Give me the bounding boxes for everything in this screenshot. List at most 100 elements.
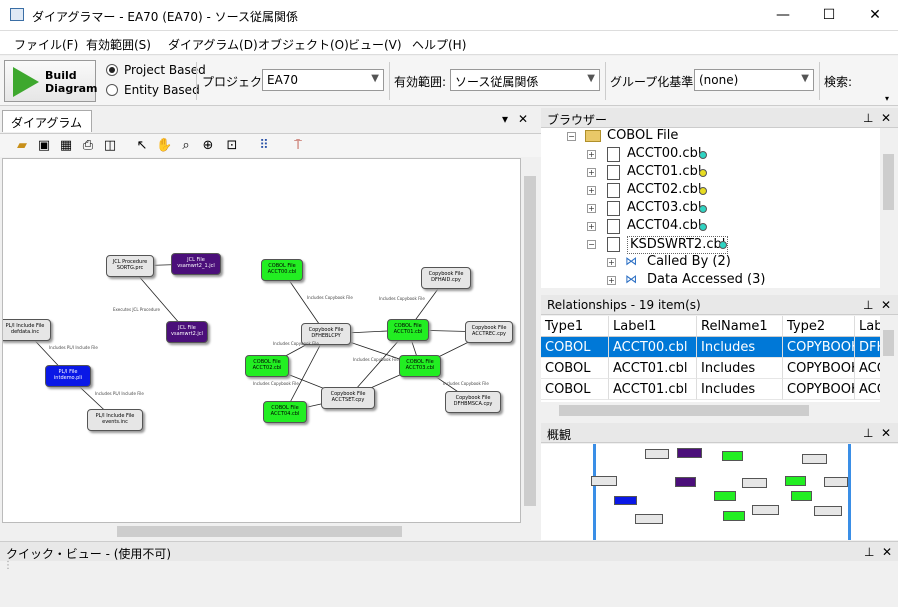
expand-icon[interactable]: +: [607, 258, 616, 267]
tree-item-label[interactable]: ACCT01.cbl: [627, 164, 702, 179]
open-folder-icon[interactable]: ▰: [17, 138, 27, 153]
scrollbar-thumb[interactable]: [883, 154, 894, 210]
column-header[interactable]: RelName1: [697, 316, 783, 337]
tree-item-label[interactable]: ACCT00.cbl: [627, 146, 702, 161]
expand-icon[interactable]: +: [587, 222, 596, 231]
scrollbar-thumb[interactable]: [117, 526, 402, 537]
save-icon[interactable]: ▣: [37, 138, 51, 153]
tree-item-label[interactable]: ACCT03.cbl: [627, 200, 702, 215]
pin-icon[interactable]: ⊥: [863, 298, 874, 312]
tree-item-label[interactable]: ACCT02.cbl: [627, 182, 702, 197]
project-select[interactable]: EA70▼: [262, 69, 384, 91]
menu-scope[interactable]: 有効範囲(S): [86, 38, 151, 52]
grid-cell[interactable]: Includes: [697, 337, 783, 358]
tree-item-label[interactable]: KSDSWRT2.cbl: [627, 236, 729, 254]
grid-cell[interactable]: Includes: [697, 379, 783, 400]
grid-horizontal-scrollbar[interactable]: [541, 402, 880, 418]
grid-cell[interactable]: ACC: [855, 379, 880, 400]
pointer-icon[interactable]: ↖: [136, 138, 148, 153]
diagram-vertical-scrollbar[interactable]: [521, 158, 539, 523]
hierarchy-icon[interactable]: ⍑: [294, 138, 302, 153]
close-icon[interactable]: ✕: [881, 298, 892, 312]
overview-viewport[interactable]: [593, 444, 851, 540]
close-icon[interactable]: ✕: [518, 112, 529, 126]
menu-file[interactable]: ファイル(F): [14, 38, 79, 52]
column-header[interactable]: Type2: [783, 316, 855, 337]
tab-diagram[interactable]: ダイアグラム: [2, 110, 92, 132]
expand-icon[interactable]: +: [587, 204, 596, 213]
grid-cell[interactable]: DFH: [855, 337, 880, 358]
collapse-icon[interactable]: −: [567, 132, 576, 141]
expand-icon[interactable]: +: [587, 186, 596, 195]
tree-child-called-by[interactable]: Called By (2): [647, 254, 731, 269]
maximize-button[interactable]: ☐: [822, 7, 836, 23]
grid-cell[interactable]: Includes: [697, 358, 783, 379]
grid-cell[interactable]: ACCT01.cbl: [609, 358, 697, 379]
entity-based-radio[interactable]: [106, 84, 118, 96]
menu-object[interactable]: オブジェクト(O): [258, 38, 349, 52]
pan-hand-icon[interactable]: ✋: [156, 138, 173, 153]
tree-child-data-accessed[interactable]: Data Accessed (3): [647, 272, 766, 287]
zoom-fit-icon[interactable]: ⊡: [226, 138, 238, 153]
pin-icon[interactable]: ⊥: [863, 111, 874, 125]
grid-cell[interactable]: COBOL: [541, 358, 609, 379]
close-icon[interactable]: ✕: [881, 111, 892, 125]
pin-icon[interactable]: ⊥: [863, 426, 874, 440]
minimize-button[interactable]: —: [776, 7, 790, 23]
pane-menu-icon[interactable]: ▾: [502, 112, 509, 126]
close-icon[interactable]: ✕: [881, 426, 892, 440]
menu-view[interactable]: ビュー(V): [348, 38, 402, 52]
expand-icon[interactable]: +: [607, 276, 616, 285]
grid-cell[interactable]: COBOL: [541, 337, 609, 358]
scrollbar-thumb[interactable]: [524, 176, 536, 506]
project-based-radio[interactable]: [106, 64, 118, 76]
scrollbar-thumb[interactable]: [883, 330, 894, 356]
collapse-icon[interactable]: −: [587, 240, 596, 249]
toolbar-overflow-icon[interactable]: ▾: [885, 94, 890, 103]
grid-cell[interactable]: ACCT01.cbl: [609, 379, 697, 400]
export-image-icon[interactable]: ▦: [59, 138, 73, 153]
close-icon[interactable]: ✕: [882, 545, 893, 559]
group-select[interactable]: (none)▼: [694, 69, 814, 91]
menu-help[interactable]: ヘルプ(H): [412, 38, 467, 52]
expand-icon[interactable]: +: [587, 150, 596, 159]
tree-root-label[interactable]: COBOL File: [607, 128, 679, 143]
tree-item-label[interactable]: ACCT04.cbl: [627, 218, 702, 233]
grid-cell[interactable]: ACC: [855, 358, 880, 379]
menu-diagram[interactable]: ダイアグラム(D): [168, 38, 258, 52]
grid-cell[interactable]: COPYBOOK: [783, 337, 855, 358]
zoom-in-icon[interactable]: ⊕: [202, 138, 214, 153]
grid-cell[interactable]: COPYBOOK: [783, 379, 855, 400]
zoom-icon[interactable]: ⌕: [182, 138, 190, 153]
layout-icon[interactable]: ⠿: [259, 138, 269, 153]
column-header[interactable]: Label1: [609, 316, 697, 337]
column-header[interactable]: Type1: [541, 316, 609, 337]
column-header[interactable]: Lab: [855, 316, 880, 337]
pin-icon[interactable]: ⊥: [864, 545, 875, 559]
close-window-button[interactable]: ✕: [869, 7, 881, 23]
build-diagram-button[interactable]: Build Diagram: [4, 60, 98, 102]
browser-scrollbar[interactable]: [880, 128, 897, 288]
scrollbar-thumb[interactable]: [559, 405, 809, 416]
grid-cell[interactable]: COBOL: [541, 379, 609, 400]
overview-canvas[interactable]: [541, 444, 898, 540]
expand-icon[interactable]: +: [587, 168, 596, 177]
scope-select[interactable]: ソース従属関係▼: [450, 69, 600, 91]
print-icon[interactable]: ⎙: [82, 138, 94, 153]
diagram-horizontal-scrollbar[interactable]: [2, 523, 521, 539]
